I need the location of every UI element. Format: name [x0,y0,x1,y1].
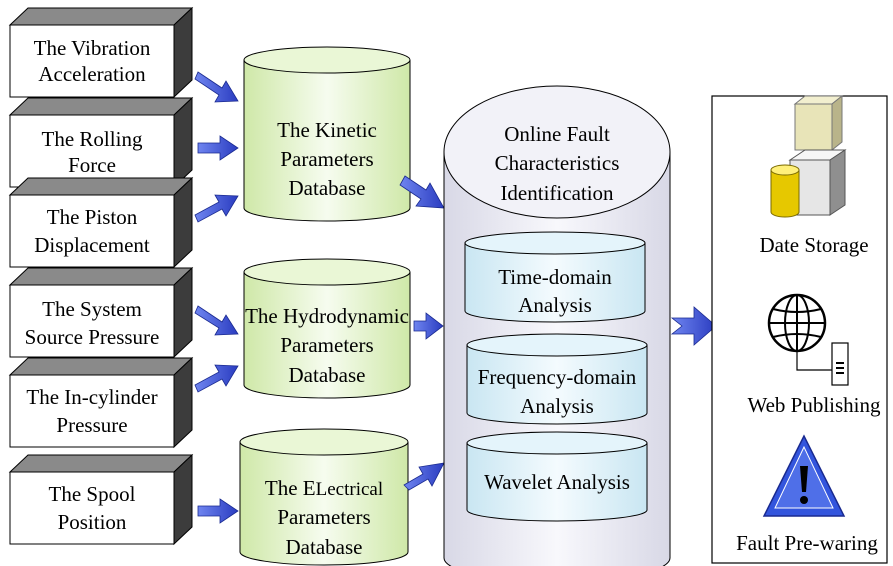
sensor-box-system-pressure: The System Source Pressure [8,266,194,359]
db-label-line2: Parameters [280,333,373,357]
sensor-box-in-cylinder: The In-cylinder Pressure [8,356,194,449]
arrow-icon [403,462,445,491]
module-frequency-domain: Frequency-domain Analysis [466,333,648,425]
database-kinetic: The Kinetic Parameters Database [243,46,411,222]
db-label-line1: The Hydrodynamic [245,304,409,328]
database-hydrodynamic: The Hydrodynamic Parameters Database [243,258,411,399]
db-label-line2: Parameters [280,147,373,171]
sensor-label-line2: Source Pressure [25,325,160,349]
arrow-icon [194,71,239,103]
sensor-label-line2: Displacement [34,233,150,257]
arrow-icon [413,312,444,340]
sensor-box-spool: The Spool Position [8,453,194,546]
sensor-label-line2: Position [58,510,127,534]
db-label-line1: The Kinetic [277,118,377,142]
db-label-line3: Database [289,363,366,387]
storage-icon [770,94,847,218]
db-label-line3: Database [289,176,366,200]
arrow-icon [194,194,239,223]
warning-icon [762,434,846,517]
sensor-box-vibration: The Vibration Acceleration [8,6,194,99]
sensor-label-line1: The Rolling [42,127,143,151]
module-label-line1: Time-domain [498,265,612,289]
output-label-web: Web Publishing [747,393,881,417]
db-label-line1: The ELectrical [265,476,383,500]
arrow-icon [197,498,239,524]
center-title-line2: Characteristics [495,151,620,175]
module-label-line1: Frequency-domain [478,365,637,389]
center-title-line1: Online Fault [504,122,610,146]
arrow-icon [194,364,239,393]
arrow-icon [670,306,717,346]
db-label-line3: Database [286,535,363,559]
sensor-label-line1: The In-cylinder [26,385,157,409]
sensor-label-line2: Pressure [56,413,127,437]
sensor-label-line1: The Piston [47,205,138,229]
center-title-line3: Identification [500,181,614,205]
output-label-storage: Date Storage [759,233,868,257]
sensor-label-line2: Force [68,153,116,177]
sensor-label-line1: The Vibration [34,36,151,60]
module-wavelet: Wavelet Analysis [466,431,648,522]
module-label-line2: Analysis [520,394,594,418]
sensor-label-line2: Acceleration [38,62,146,86]
arrow-icon [399,175,445,209]
arrow-icon [197,135,239,161]
db-label-line2: Parameters [277,505,370,529]
sensor-box-rolling-force: The Rolling Force [8,96,194,189]
database-electrical: The ELectrical Parameters Database [239,428,409,566]
module-time-domain: Time-domain Analysis [464,231,646,323]
module-label-line2: Analysis [518,293,592,317]
sensor-box-piston: The Piston Displacement [8,176,194,269]
globe-icon [767,293,849,386]
sensor-label-line1: The System [42,297,142,321]
module-label-line1: Wavelet Analysis [484,470,630,494]
sensor-label-line1: The Spool [49,482,136,506]
output-label-warning: Fault Pre-waring [736,531,878,555]
arrow-icon [194,305,239,336]
